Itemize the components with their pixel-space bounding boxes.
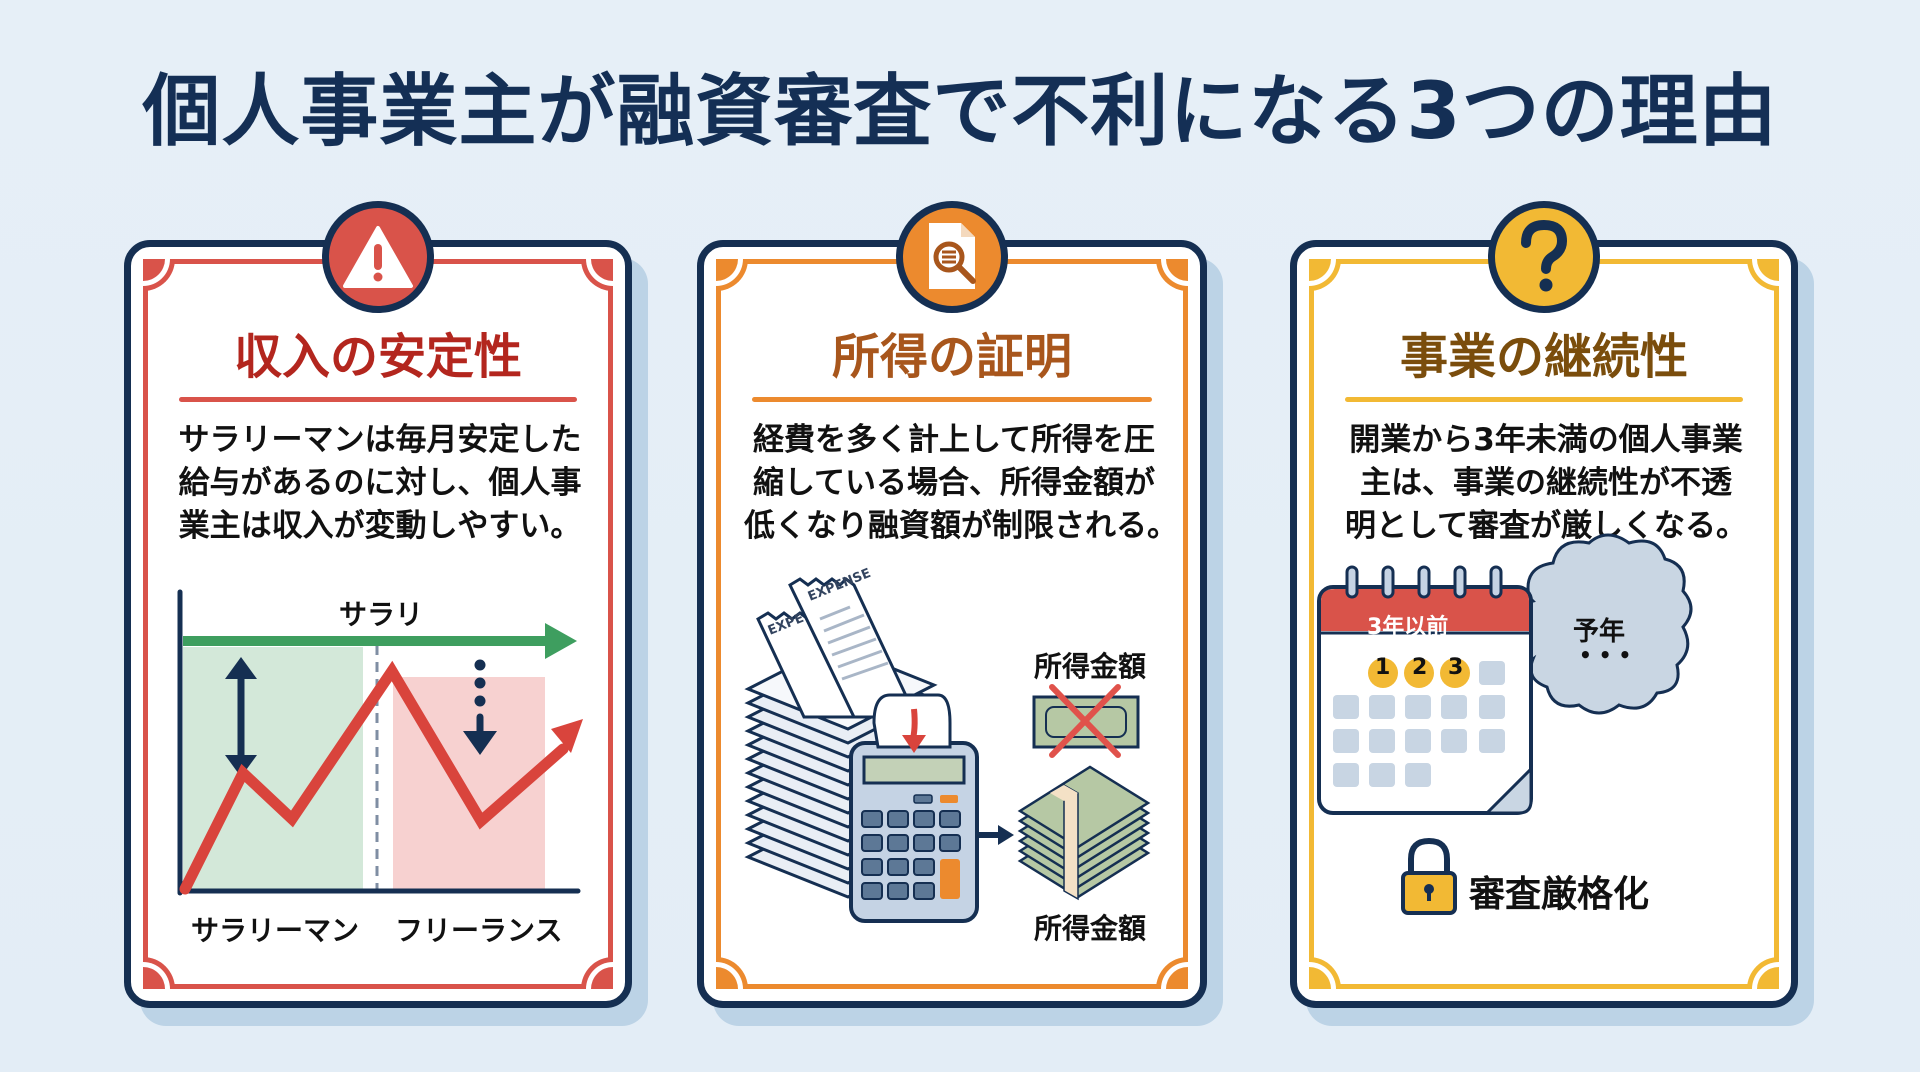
- calendar-day-1: 1: [1375, 655, 1391, 680]
- card-income-proof: 所得の証明 経費を多く計上して所得を圧 縮している場合、所得金額が 低くなり融資…: [697, 201, 1207, 1008]
- calendar-header-label: 3年以前: [1367, 615, 1449, 640]
- question-mark-icon: [1521, 219, 1568, 292]
- heading-divider: [1345, 397, 1743, 402]
- card-heading: 所得の証明: [831, 329, 1072, 385]
- card-badge: [1488, 201, 1600, 313]
- body-line: 縮している場合、所得金額が: [752, 465, 1156, 501]
- body-line: 経費を多く計上して所得を圧: [752, 422, 1156, 458]
- page-title: 個人事業主が融資審査で不利になる3つの理由: [142, 67, 1778, 157]
- thought-bubble-dots: • • •: [1579, 643, 1632, 667]
- chart-line-label: サラリ: [339, 598, 424, 631]
- body-line: 低くなり融資額が制限される。: [744, 508, 1178, 544]
- body-line: 業主は収入が変動しやすい。: [178, 508, 582, 544]
- card-badge: [322, 201, 434, 313]
- stricter-review-label: 審査厳格化: [1469, 874, 1650, 915]
- calendar-thought-illustration: [1317, 533, 1693, 915]
- body-line: 開業から3年未満の個人事業: [1349, 422, 1743, 458]
- calendar-day-2: 2: [1412, 655, 1428, 680]
- document-search-icon: [929, 223, 976, 289]
- body-line: 明として審査が厳しくなる。: [1344, 508, 1748, 544]
- card-income-stability: 収入の安定性 サラリーマンは毎月安定した 給与があるのに対し、個人事 業主は収入…: [124, 201, 632, 1008]
- chart-x-label-freelance: フリーランス: [395, 914, 563, 947]
- card-body-text: 経費を多く計上して所得を圧 縮している場合、所得金額が 低くなり融資額が制限され…: [744, 419, 1178, 548]
- body-line: 給与があるのに対し、個人事: [178, 465, 582, 501]
- income-amount-label-top: 所得金額: [1034, 650, 1147, 683]
- card-heading: 収入の安定性: [233, 329, 522, 385]
- expense-calculator-illustration: EXPE EXPENSE: [744, 566, 1151, 923]
- card-body-text: 開業から3年未満の個人事業 主は、事業の継続性が不透 明として審査が厳しくなる。: [1337, 419, 1755, 548]
- body-line: 主は、事業の継続性が不透: [1360, 465, 1732, 501]
- income-comparison-chart: [177, 589, 583, 896]
- warning-triangle-icon: [343, 226, 413, 288]
- thought-bubble-text: 予年: [1573, 617, 1626, 647]
- card-business-continuity: 事業の継続性 開業から3年未満の個人事業 主は、事業の継続性が不透 明として審査…: [1290, 201, 1798, 1008]
- calendar-day-3: 3: [1448, 655, 1464, 680]
- body-line: サラリーマンは毎月安定した: [178, 422, 582, 458]
- heading-divider: [179, 397, 577, 402]
- income-amount-label-bottom: 所得金額: [1034, 912, 1147, 945]
- card-body-text: サラリーマンは毎月安定した 給与があるのに対し、個人事 業主は収入が変動しやすい…: [171, 419, 589, 548]
- heading-divider: [752, 397, 1152, 402]
- corner-ornament: [1309, 259, 1341, 291]
- card-badge: [896, 201, 1008, 313]
- card-heading: 事業の継続性: [1399, 329, 1688, 385]
- chart-x-label-salaryman: サラリーマン: [191, 914, 360, 947]
- card-inner-frame: [1309, 259, 1779, 989]
